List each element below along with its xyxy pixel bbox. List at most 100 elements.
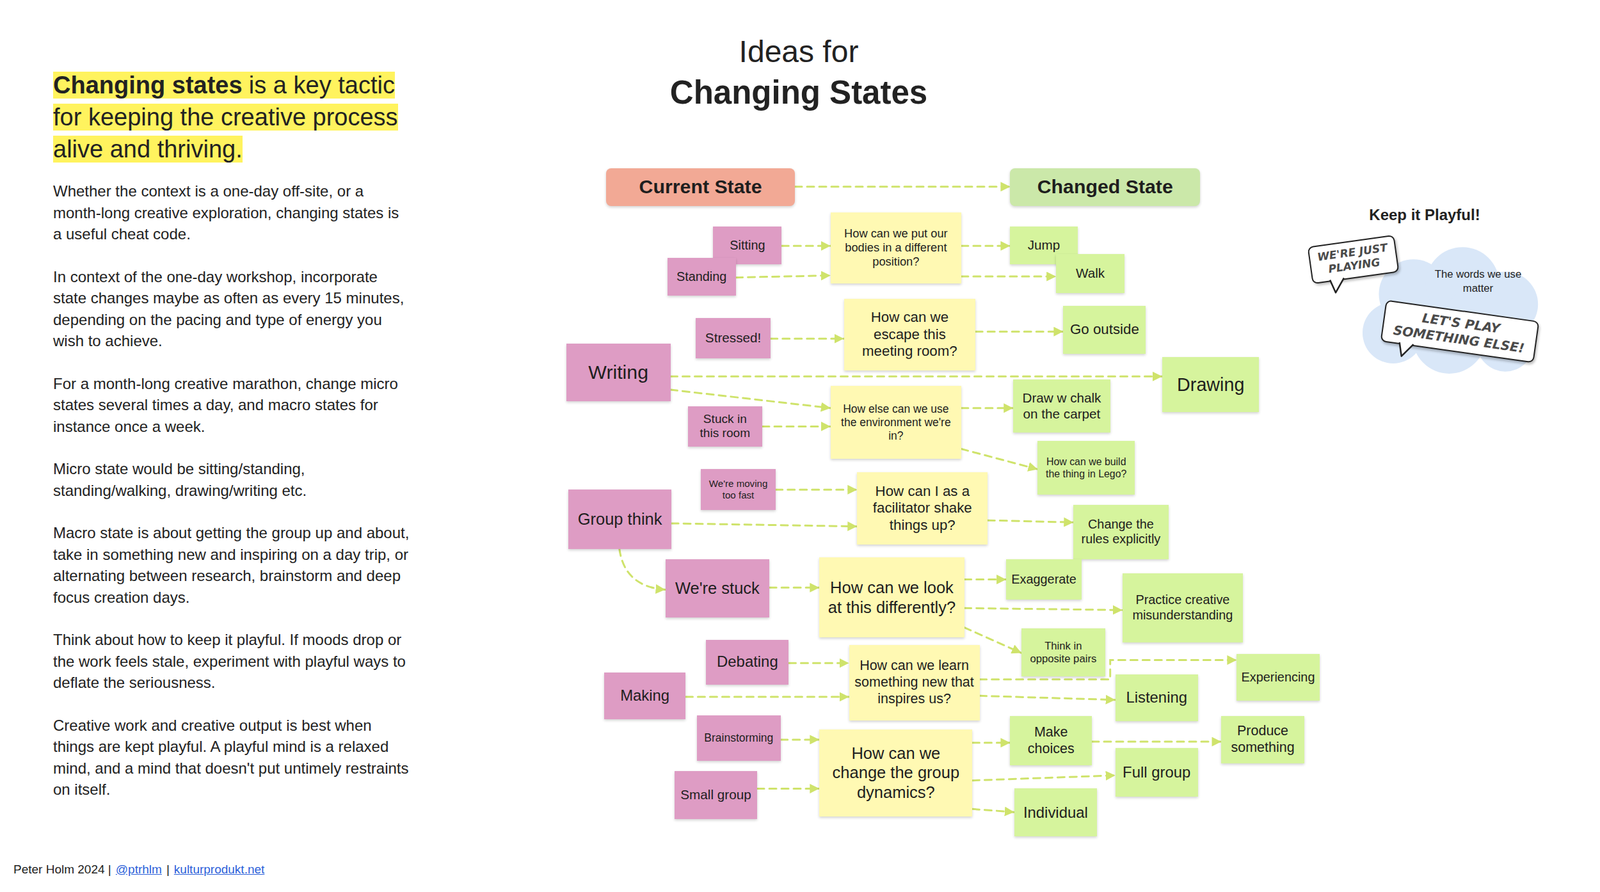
note-text: Debating — [716, 652, 779, 672]
note-text: We're moving too fast — [705, 478, 770, 502]
note-text: Standing — [676, 269, 728, 285]
diagram-title: Ideas for — [478, 32, 1119, 72]
current-state-note: Brainstorming — [696, 715, 781, 762]
changed-state-note: Change the rules explicitly — [1073, 504, 1168, 560]
current-state-note: We're stuck — [665, 559, 770, 618]
changed-state-note: Draw w chalk on the carpet — [1013, 379, 1110, 433]
note-text: Brainstorming — [704, 731, 774, 745]
footer-text: | — [166, 862, 170, 877]
current-state-note: Writing — [566, 343, 671, 401]
current-state-note: Small group — [674, 771, 758, 820]
note-text: Practice creative misunderstanding — [1127, 592, 1238, 624]
connector-arrow — [961, 245, 1011, 248]
connector-arrow — [762, 425, 831, 428]
current-state-note: Stressed! — [695, 318, 770, 358]
changed-state-note: Practice creative misunderstanding — [1122, 573, 1243, 643]
question-note: How can we escape this meeting room? — [844, 298, 976, 371]
changed-state-note: Make choices — [1009, 716, 1092, 766]
intro-paragraphs: Whether the context is a one-day off-sit… — [53, 180, 412, 822]
changed-state-note: Listening — [1115, 674, 1199, 722]
connector-arrow — [979, 695, 1116, 700]
connector-arrow — [972, 775, 1115, 781]
changed-state-note: How can we build the thing in Lego? — [1037, 440, 1135, 496]
note-text: Making — [620, 686, 670, 706]
bubble-tail-outline — [1329, 277, 1346, 294]
current-state-note: Making — [604, 672, 687, 720]
paragraph: For a month-long creative marathon, chan… — [53, 373, 412, 438]
connector-arrow — [794, 185, 1010, 188]
connector-arrow — [770, 337, 845, 340]
note-text: Individual — [1023, 803, 1088, 823]
changed-state-note: Produce something — [1221, 716, 1304, 763]
connector-arrow — [736, 275, 831, 278]
note-text: Exaggerate — [1011, 572, 1077, 588]
note-text: Experiencing — [1240, 670, 1315, 686]
connector-arrow — [1091, 741, 1222, 744]
note-text: Go outside — [1070, 321, 1140, 339]
connector-arrow — [769, 586, 820, 589]
paragraph: Macro state is about getting the group u… — [53, 522, 412, 608]
state-header: Current State — [606, 168, 795, 207]
title-block: Ideas forChanging States — [478, 32, 1119, 115]
note-text: Sitting — [729, 238, 765, 254]
connector-arrow — [781, 245, 831, 248]
note-text: How can we build the thing in Lego? — [1042, 455, 1129, 480]
note-text: How can we put our bodies in a different… — [835, 226, 957, 269]
connector-arrow — [961, 275, 1056, 278]
connector-arrow — [670, 375, 1163, 378]
note-text: Full group — [1122, 763, 1191, 783]
state-header: Changed State — [1009, 168, 1200, 207]
note-text: Listening — [1125, 688, 1188, 708]
question-note: How can I as a facilitator shake things … — [856, 472, 988, 545]
bubble-text: WE'RE JUST PLAYING — [1313, 240, 1392, 278]
changed-state-note: Full group — [1115, 748, 1199, 798]
changed-state-note: Experiencing — [1236, 654, 1320, 701]
note-text: Stuck in this room — [693, 412, 758, 442]
note-text: Stressed! — [705, 330, 761, 347]
connector-arrow — [780, 738, 820, 741]
paragraph: Creative work and creative output is bes… — [53, 714, 412, 801]
cloud-text: The words we use matter — [1429, 267, 1527, 297]
paragraph: In context of the one-day workshop, inco… — [53, 266, 412, 352]
paragraph: Micro state would be sitting/standing, s… — [53, 458, 412, 502]
note-text: How can I as a facilitator shake things … — [862, 483, 983, 535]
intro-heading: Changing statesis a key tactic for keepi… — [53, 69, 412, 166]
connector-arrow — [964, 608, 1123, 610]
question-note: How can we look at this differently? — [819, 557, 964, 639]
connector-arrow — [670, 389, 831, 409]
paragraph: Whether the context is a one-day off-sit… — [53, 180, 412, 246]
connector-arrow — [961, 449, 1039, 470]
connector-arrow — [987, 520, 1074, 523]
note-text: Group think — [577, 509, 663, 530]
note-text: How can we look at this differently? — [824, 577, 959, 617]
bubble-tail — [1329, 277, 1349, 295]
note-text: Drawing — [1176, 373, 1245, 396]
changed-state-note: Think in opposite pairs — [1021, 628, 1106, 677]
changed-state-note: Walk — [1056, 254, 1125, 294]
note-text: Jump — [1027, 237, 1061, 254]
changed-state-note: Drawing — [1162, 357, 1259, 413]
question-note: How else can we use the environment we'r… — [830, 385, 962, 460]
note-text: Walk — [1075, 265, 1105, 282]
note-text: Current State — [639, 175, 763, 199]
section-heading: Keep it Playful! — [1296, 206, 1553, 224]
current-state-note: Stuck in this room — [688, 406, 763, 448]
footer-link: @ptrhlm — [115, 862, 162, 877]
note-text: We're stuck — [675, 578, 760, 599]
note-text: How can we escape this meeting room? — [849, 309, 971, 361]
changed-state-note: Individual — [1014, 788, 1097, 837]
changed-state-note: Exaggerate — [1006, 559, 1082, 601]
connector-arrow — [775, 488, 858, 491]
current-state-note: We're moving too fast — [700, 469, 776, 511]
current-state-note: Group think — [568, 489, 672, 549]
diagram-subtitle: Changing States — [478, 71, 1119, 114]
connector-arrow — [961, 407, 1014, 409]
question-note: How can we learn something new that insp… — [849, 645, 980, 721]
bubble-tail — [1397, 341, 1417, 360]
heading-bold: Changing states — [53, 71, 249, 99]
connector-arrow — [671, 523, 857, 527]
note-text: Make choices — [1015, 724, 1087, 758]
note-text: How else can we use the environment we'r… — [835, 402, 957, 443]
